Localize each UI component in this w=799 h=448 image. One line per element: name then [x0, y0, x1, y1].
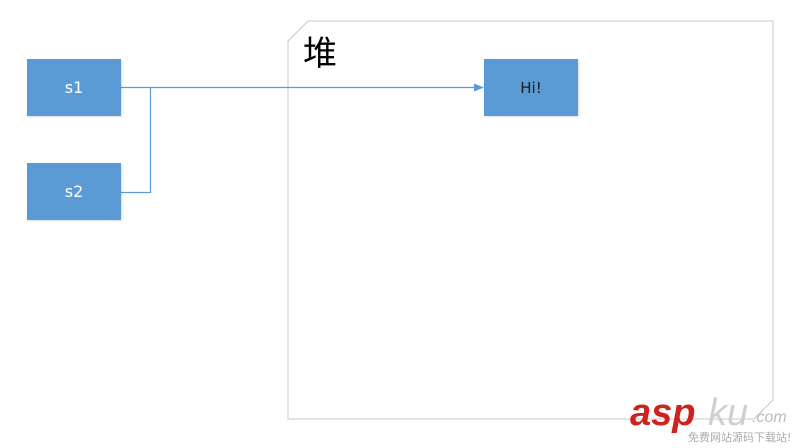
heap-title: 堆 [303, 34, 337, 74]
connector-s2 [121, 87, 152, 194]
watermark-com: .com [752, 409, 787, 426]
watermark-ku: ku [708, 392, 749, 434]
watermark-subtitle: 免费网站源码下载站! [688, 431, 792, 444]
node-s1[interactable]: s1 [27, 59, 121, 116]
watermark-logo: asp ku .com 免费网站源码下载站! [630, 392, 799, 448]
node-s2[interactable]: s2 [27, 163, 121, 220]
heap-frame [287, 20, 774, 420]
node-hi[interactable]: Hi! [484, 59, 578, 116]
watermark-asp: asp [630, 392, 696, 434]
